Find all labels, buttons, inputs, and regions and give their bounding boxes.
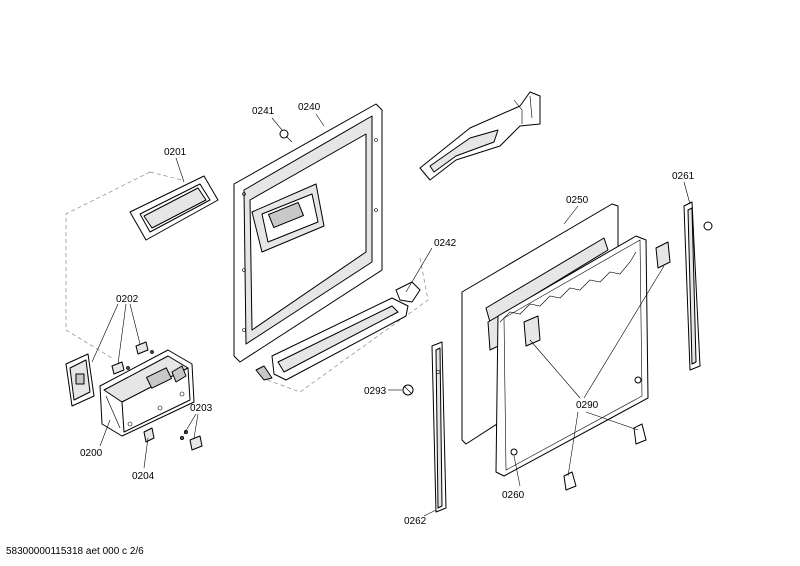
label-0201: 0201 bbox=[164, 147, 187, 158]
label-0240: 0240 bbox=[298, 102, 321, 113]
part-0204-clip bbox=[143, 427, 155, 443]
label-0204: 0204 bbox=[132, 471, 155, 482]
part-hinge-bracket bbox=[419, 91, 541, 181]
assembly-outline-left bbox=[65, 171, 429, 393]
part-0241-screw bbox=[279, 129, 293, 143]
part-0203-clips bbox=[179, 429, 203, 451]
label-0260: 0260 bbox=[502, 490, 525, 501]
label-0293: 0293 bbox=[364, 386, 387, 397]
label-0241: 0241 bbox=[252, 106, 275, 117]
part-0240-inner-door bbox=[233, 103, 383, 363]
label-0261: 0261 bbox=[672, 171, 695, 182]
drawing-reference-footer: 58300000115318 aet 000 c 2/6 bbox=[6, 546, 144, 557]
part-0200-control-module bbox=[99, 349, 195, 437]
part-labels: 0201 0202 0200 0203 0204 0241 0240 0242 … bbox=[80, 102, 695, 527]
label-0290: 0290 bbox=[576, 400, 599, 411]
part-0202-switch-parts bbox=[65, 341, 154, 407]
part-0293-plug bbox=[402, 384, 414, 396]
part-0290-pads bbox=[563, 241, 671, 491]
part-0261-side-strip bbox=[683, 201, 713, 371]
label-0262: 0262 bbox=[404, 516, 427, 527]
part-0242-lower-strip bbox=[255, 281, 421, 381]
label-0203: 0203 bbox=[190, 403, 213, 414]
label-0200: 0200 bbox=[80, 448, 103, 459]
label-0202: 0202 bbox=[116, 294, 139, 305]
part-0260-front-panel bbox=[495, 235, 649, 477]
label-0250: 0250 bbox=[566, 195, 589, 206]
part-0262-side-strip bbox=[431, 341, 447, 513]
label-0242: 0242 bbox=[434, 238, 457, 249]
part-0201-gasket bbox=[129, 175, 219, 241]
leader-lines bbox=[91, 113, 691, 517]
